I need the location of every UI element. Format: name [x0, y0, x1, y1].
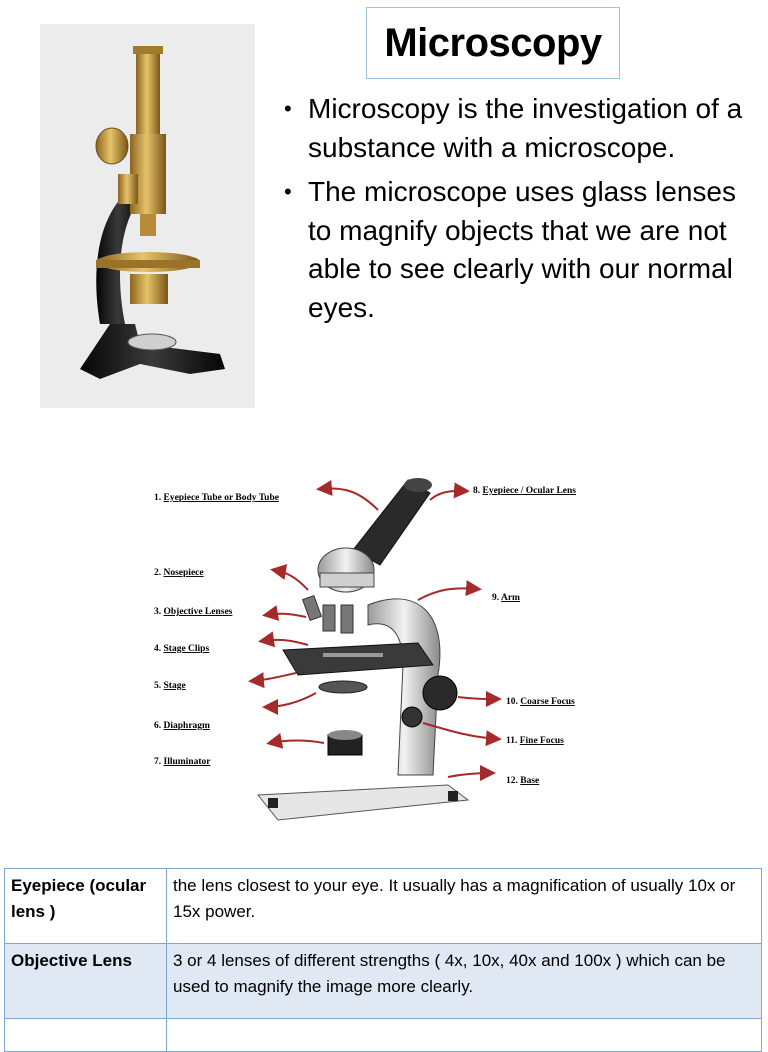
diagram-arrows: [248, 479, 502, 782]
microscope-diagram: 1. Eyepiece Tube or Body Tube 2. Nosepie…: [148, 455, 618, 840]
arrow-1: [316, 479, 379, 511]
label-9-text: Arm: [501, 593, 520, 603]
bullet-item: • Microscopy is the investigation of a s…: [284, 90, 754, 167]
svg-text:9. Arm: 9. Arm: [492, 593, 520, 603]
arrow-2: [270, 564, 309, 591]
arrow-3: [262, 605, 307, 621]
label-5-number: 5.: [154, 681, 161, 691]
arrow-10: [457, 690, 502, 707]
antique-microscope-image: [40, 24, 255, 408]
label-3-number: 3.: [154, 607, 161, 617]
bullet-item: • The microscope uses glass lenses to ma…: [284, 173, 754, 327]
label-3-text: Objective Lenses: [164, 607, 233, 617]
microscope-photo: [40, 24, 255, 408]
diagram-labels-right: 8. Eyepiece / Ocular Lens 9. Arm 10. Coa…: [473, 486, 576, 786]
arrow-11: [422, 722, 502, 747]
table-term-cell: Objective Lens: [4, 943, 167, 1019]
table-row: [4, 1018, 762, 1052]
bullet-text: Microscopy is the investigation of a sub…: [308, 93, 743, 163]
label-9-number: 9.: [492, 593, 499, 603]
label-2-number: 2.: [154, 568, 161, 578]
arrow-5: [248, 672, 297, 689]
svg-text:2. Nosepiece: 2. Nosepiece: [154, 568, 204, 578]
title-box: Microscopy: [366, 7, 620, 79]
svg-text:11. Fine Focus: 11. Fine Focus: [506, 736, 564, 746]
parts-table: Eyepiece (ocular lens ) the lens closest…: [4, 868, 762, 1052]
label-1-text: Eyepiece Tube or Body Tube: [164, 493, 279, 503]
label-12-number: 12.: [506, 776, 518, 786]
label-2-text: Nosepiece: [164, 568, 204, 578]
label-1-number: 1.: [154, 493, 161, 503]
arrow-4: [258, 631, 309, 648]
bullet-glyph: •: [284, 96, 292, 121]
bullet-list: • Microscopy is the investigation of a s…: [284, 90, 754, 333]
label-10-number: 10.: [506, 697, 518, 707]
slide-title: Microscopy: [384, 20, 602, 65]
arrow-6: [262, 692, 317, 715]
label-7-number: 7.: [154, 757, 161, 767]
label-11-text: Fine Focus: [520, 736, 564, 746]
label-4-number: 4.: [154, 644, 161, 654]
table-definition-cell: 3 or 4 lenses of different strengths ( 4…: [166, 943, 762, 1019]
table-row: Eyepiece (ocular lens ) the lens closest…: [4, 868, 762, 944]
label-8-text: Eyepiece / Ocular Lens: [483, 486, 577, 496]
label-10-text: Coarse Focus: [520, 697, 575, 707]
arrow-12: [447, 765, 496, 782]
label-4-text: Stage Clips: [164, 644, 210, 654]
svg-text:10. Coarse Focus: 10. Coarse Focus: [506, 697, 575, 707]
arrow-8: [429, 482, 470, 501]
label-12-text: Base: [520, 776, 539, 786]
diagram-labels-left: 1. Eyepiece Tube or Body Tube 2. Nosepie…: [154, 493, 279, 767]
label-8-number: 8.: [473, 486, 480, 496]
svg-text:6. Diaphragm: 6. Diaphragm: [154, 721, 210, 731]
svg-text:3. Objective Lenses: 3. Objective Lenses: [154, 607, 233, 617]
svg-text:5. Stage: 5. Stage: [154, 681, 186, 691]
label-6-text: Diaphragm: [164, 721, 211, 731]
svg-text:8. Eyepiece / Ocular Lens: 8. Eyepiece / Ocular Lens: [473, 486, 576, 496]
bullet-glyph: •: [284, 179, 292, 204]
svg-text:7. Illuminator: 7. Illuminator: [154, 757, 211, 767]
arrow-9: [417, 580, 482, 601]
label-11-number: 11.: [506, 736, 517, 746]
svg-text:4. Stage Clips: 4. Stage Clips: [154, 644, 209, 654]
table-definition-cell: [166, 1018, 762, 1052]
label-6-number: 6.: [154, 721, 161, 731]
svg-text:12. Base: 12. Base: [506, 776, 539, 786]
svg-text:1. Eyepiece Tube or Body Tube: 1. Eyepiece Tube or Body Tube: [154, 493, 279, 503]
table-definition-cell: the lens closest to your eye. It usually…: [166, 868, 762, 944]
arrow-7: [266, 732, 325, 749]
label-5-text: Stage: [164, 681, 186, 691]
label-7-text: Illuminator: [164, 757, 212, 767]
bullet-text: The microscope uses glass lenses to magn…: [308, 176, 736, 323]
table-term-cell: [4, 1018, 167, 1052]
table-term-cell: Eyepiece (ocular lens ): [4, 868, 167, 944]
table-row: Objective Lens 3 or 4 lenses of differen…: [4, 943, 762, 1019]
microscope-diagram-drawing: 1. Eyepiece Tube or Body Tube 2. Nosepie…: [154, 478, 576, 821]
